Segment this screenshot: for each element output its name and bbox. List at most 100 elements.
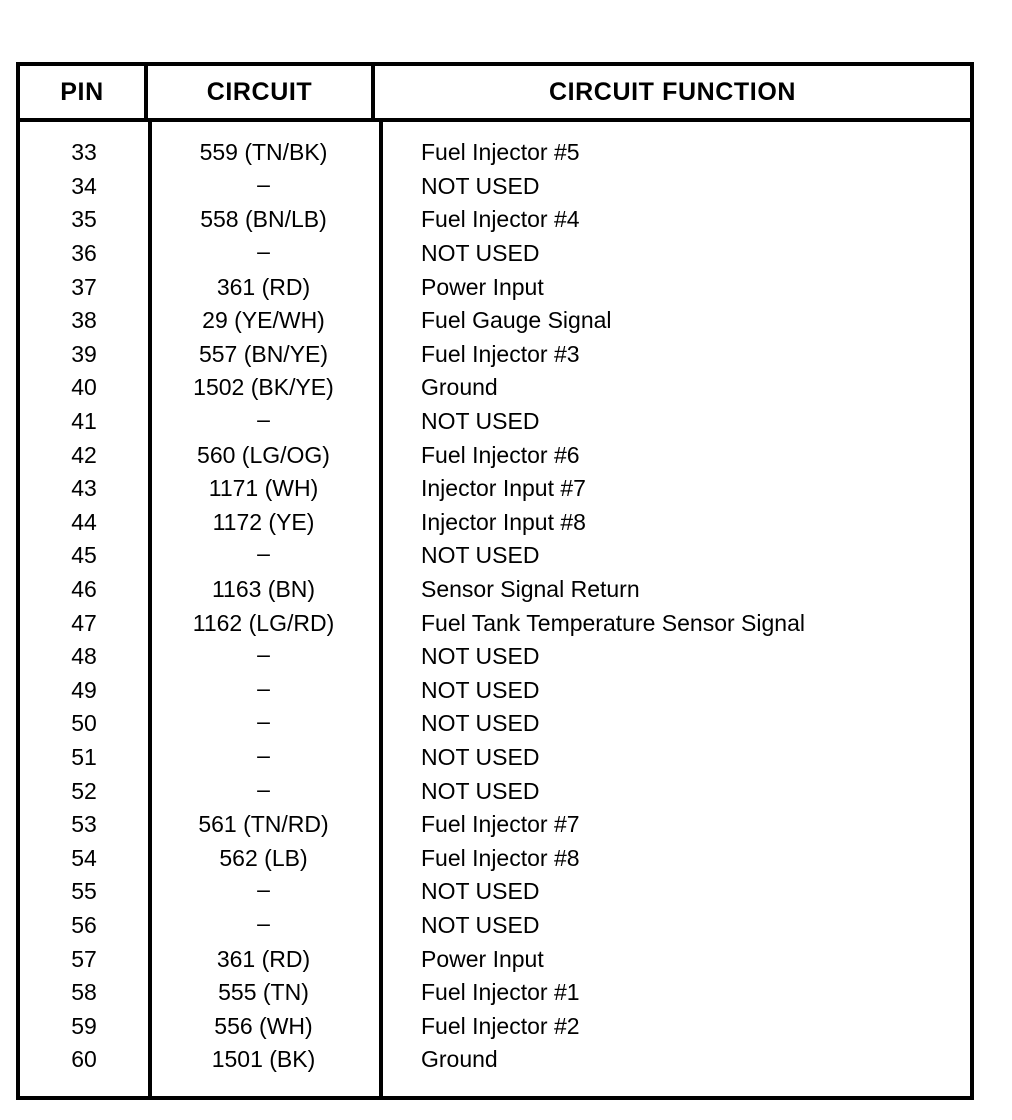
- table-row: 33 559 (TN/BK) Fuel Injector #5: [20, 136, 970, 170]
- cell-circuit: 556 (WH): [214, 1012, 313, 1039]
- cell-circuit-function: Fuel Injector #8: [421, 844, 580, 871]
- cell-pin: 41: [71, 408, 97, 435]
- not-used-dash: –: [257, 876, 270, 903]
- cell-circuit: –: [148, 238, 379, 265]
- cell-circuit-function: Power Input: [421, 273, 544, 300]
- cell-pin: 37: [71, 273, 97, 300]
- pin-assignment-table: PIN CIRCUIT CIRCUIT FUNCTION 33 559 (TN/B…: [16, 62, 974, 1100]
- cell-circuit: 1501 (BK): [211, 1046, 316, 1073]
- cell-circuit-function: NOT USED: [421, 878, 540, 905]
- table-row: 59 556 (WH) Fuel Injector #2: [20, 1009, 970, 1043]
- cell-pin: 43: [71, 475, 97, 502]
- table-row: 50–NOT USED: [20, 707, 970, 741]
- cell-circuit-function: Fuel Tank Temperature Sensor Signal: [421, 609, 805, 636]
- cell-circuit-function: NOT USED: [421, 172, 540, 199]
- table-row: 56–NOT USED: [20, 909, 970, 943]
- cell-pin: 57: [71, 945, 97, 972]
- table-row: 57 361 (RD) Power Input: [20, 942, 970, 976]
- table-header-row: PIN CIRCUIT CIRCUIT FUNCTION: [20, 66, 970, 122]
- cell-circuit: –: [148, 708, 379, 735]
- cell-circuit-function: Fuel Injector #3: [421, 340, 580, 367]
- cell-circuit: –: [148, 542, 379, 567]
- not-used-dash: –: [257, 708, 270, 735]
- cell-circuit-function: NOT USED: [421, 676, 540, 703]
- column-divider-pin-circuit: [148, 122, 152, 1096]
- table-row: 51–NOT USED: [20, 741, 970, 775]
- cell-circuit-function: NOT USED: [421, 743, 540, 770]
- cell-circuit: 559 (TN/BK): [199, 139, 328, 166]
- cell-circuit-function: Fuel Injector #5: [421, 139, 580, 166]
- cell-circuit: 561 (TN/RD): [198, 811, 329, 838]
- cell-circuit-function: Sensor Signal Return: [421, 576, 640, 603]
- cell-circuit-function: Fuel Injector #2: [421, 1012, 580, 1039]
- cell-circuit: 1172 (YE): [212, 508, 315, 535]
- cell-circuit-function: NOT USED: [421, 777, 540, 804]
- cell-circuit-function: NOT USED: [421, 408, 540, 435]
- cell-circuit-function: Ground: [421, 1046, 498, 1073]
- cell-pin: 48: [71, 643, 97, 670]
- cell-pin: 58: [71, 979, 97, 1006]
- not-used-dash: –: [257, 238, 270, 265]
- cell-circuit: –: [148, 172, 379, 198]
- table-body: 33 559 (TN/BK) Fuel Injector #5 34 – NOT USED…: [20, 122, 970, 1096]
- cell-pin: 36: [71, 240, 97, 267]
- column-header-pin: PIN: [20, 66, 148, 118]
- cell-pin: 46: [71, 576, 97, 603]
- cell-circuit: 560 (LG/OG): [197, 441, 330, 468]
- cell-circuit: 1502 (BK/YE): [193, 374, 334, 401]
- cell-pin: 51: [71, 743, 97, 770]
- table-row: 52 – NOT USED: [20, 774, 970, 808]
- cell-pin: 34: [71, 172, 97, 199]
- cell-pin: 47: [71, 609, 97, 636]
- table-row: 58 555 (TN) Fuel Injector #1: [20, 976, 970, 1010]
- not-used-dash: –: [257, 775, 270, 802]
- cell-circuit-function: Power Input: [421, 945, 544, 972]
- cell-circuit-function: NOT USED: [421, 911, 540, 938]
- cell-circuit-function: Ground: [421, 374, 498, 401]
- cell-circuit-function: Fuel Injector #4: [421, 206, 580, 233]
- cell-circuit: 562 (LB): [219, 844, 308, 871]
- cell-pin: 60: [71, 1046, 97, 1073]
- cell-pin: 52: [71, 777, 97, 804]
- cell-circuit: 1163 (BN): [211, 576, 316, 603]
- cell-circuit-function: Injector Input #7: [421, 475, 586, 502]
- cell-circuit-function: NOT USED: [421, 240, 540, 267]
- cell-circuit: –: [148, 775, 379, 803]
- cell-circuit: –: [148, 876, 379, 903]
- cell-circuit: 555 (TN): [218, 979, 309, 1006]
- not-used-dash: –: [257, 406, 270, 433]
- cell-circuit: 361 (RD): [216, 273, 311, 300]
- cell-pin: 38: [71, 307, 97, 334]
- cell-pin: 39: [71, 340, 97, 367]
- cell-pin: 42: [71, 441, 97, 468]
- cell-pin: 59: [71, 1012, 97, 1039]
- cell-pin: 49: [71, 676, 97, 703]
- table-row: 46 1163 (BN) Sensor Signal Return: [20, 573, 970, 607]
- table-row: 39 557 (BN/YE) Fuel Injector #3: [20, 338, 970, 372]
- cell-circuit-function: Fuel Injector #1: [421, 979, 580, 1006]
- not-used-dash: –: [257, 909, 270, 936]
- cell-circuit: –: [148, 676, 379, 702]
- table-row: 45–NOT USED: [20, 539, 970, 573]
- cell-circuit: 557 (BN/YE): [198, 340, 329, 367]
- cell-circuit: 558 (BN/LB): [200, 206, 327, 233]
- cell-pin: 44: [71, 508, 97, 535]
- cell-circuit-function: NOT USED: [421, 643, 540, 670]
- cell-pin: 33: [71, 139, 97, 166]
- cell-circuit-function: NOT USED: [421, 710, 540, 737]
- column-header-circuit: CIRCUIT: [148, 66, 375, 118]
- column-header-circuit-function: CIRCUIT FUNCTION: [548, 77, 797, 106]
- table-row: 60 1501 (BK) Ground: [20, 1043, 970, 1077]
- table-row: 55–NOT USED: [20, 875, 970, 909]
- cell-circuit: 361 (RD): [216, 945, 311, 972]
- table-row: 37 361 (RD) Power Input: [20, 270, 970, 304]
